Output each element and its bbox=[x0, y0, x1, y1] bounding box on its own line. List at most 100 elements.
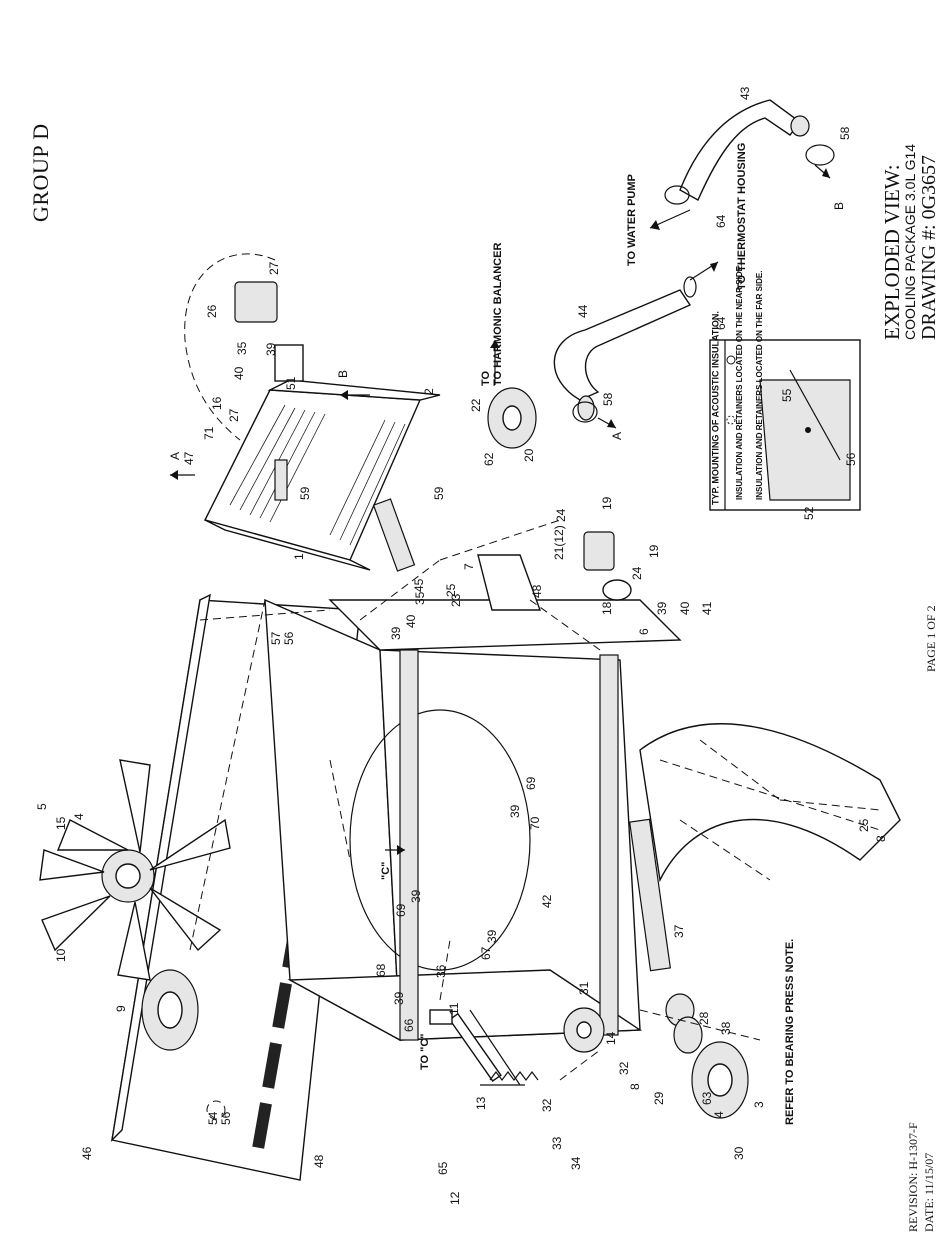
callout-39b: 39 bbox=[389, 626, 403, 640]
arrow-b-lower: B bbox=[832, 202, 846, 210]
callout-39c: 39 bbox=[508, 804, 522, 818]
callout-18: 18 bbox=[600, 601, 614, 615]
callout-56c: 56 bbox=[844, 452, 858, 466]
callout-38: 38 bbox=[719, 1021, 733, 1035]
fan-assembly bbox=[39, 759, 231, 981]
callout-8a: 8 bbox=[628, 1083, 642, 1090]
callout-54: 54 bbox=[206, 1111, 220, 1125]
callout-52: 52 bbox=[802, 506, 816, 520]
callout-51: 51 bbox=[284, 376, 298, 390]
callout-48b: 48 bbox=[312, 1154, 326, 1168]
callout-69b: 69 bbox=[394, 903, 408, 917]
callout-29: 29 bbox=[652, 1091, 666, 1105]
callout-19b: 19 bbox=[647, 544, 661, 558]
callout-26: 26 bbox=[205, 304, 219, 318]
direction-arrows bbox=[170, 164, 831, 855]
callout-55: 55 bbox=[780, 388, 794, 402]
callout-39a: 39 bbox=[264, 342, 278, 356]
note-harmonic-line-1: TO bbox=[480, 370, 492, 386]
labels: 1 2 3 4 4 5 6 7 8 8 9 10 11 12 13 14 15 … bbox=[35, 86, 888, 1205]
callout-39e: 39 bbox=[485, 929, 499, 943]
legend-far: INSULATION AND RETAINERS LOCATED ON THE … bbox=[755, 271, 764, 500]
callout-3: 3 bbox=[752, 1101, 766, 1108]
callout-8b: 8 bbox=[874, 835, 888, 842]
note-harmonic: TO HARMONIC BALANCER bbox=[492, 243, 504, 386]
callout-23: 23 bbox=[449, 593, 463, 607]
callout-6: 6 bbox=[637, 628, 651, 635]
callout-10: 10 bbox=[54, 948, 68, 962]
callout-70: 70 bbox=[528, 816, 542, 830]
callout-35a: 35 bbox=[235, 341, 249, 355]
callout-1: 1 bbox=[292, 553, 306, 560]
side-panel bbox=[639, 722, 901, 883]
note-c-mark: "C" bbox=[380, 862, 392, 880]
callout-24a: 24 bbox=[554, 508, 568, 522]
idler-assembly bbox=[448, 818, 749, 1119]
callout-27a: 27 bbox=[267, 261, 281, 275]
radiator bbox=[203, 379, 441, 572]
arrow-a-lower: A bbox=[610, 432, 624, 440]
callout-58b: 58 bbox=[601, 392, 615, 406]
callout-2: 2 bbox=[422, 388, 436, 395]
callout-66: 66 bbox=[402, 1018, 416, 1032]
callout-57: 57 bbox=[269, 631, 283, 645]
clamp-64-lower bbox=[683, 276, 697, 298]
water-outlet-parts bbox=[487, 387, 632, 601]
callout-45: 45 bbox=[412, 578, 426, 592]
clamp-58-lower bbox=[572, 401, 598, 423]
callout-65: 65 bbox=[436, 1161, 450, 1175]
callout-7: 7 bbox=[462, 563, 476, 570]
fan-pulley bbox=[141, 969, 199, 1051]
callout-24b: 24 bbox=[630, 566, 644, 580]
callout-64b: 64 bbox=[714, 316, 728, 330]
callout-40b: 40 bbox=[404, 614, 418, 628]
callout-32b: 32 bbox=[617, 1061, 631, 1075]
note-bearing: REFER TO BEARING PRESS NOTE. bbox=[784, 939, 796, 1125]
callout-5: 5 bbox=[35, 803, 49, 810]
clamp-64-upper bbox=[664, 185, 690, 205]
callout-48a: 48 bbox=[530, 584, 544, 598]
note-thermostat: TO THERMOSTAT HOUSING bbox=[736, 143, 748, 290]
hose-44 bbox=[553, 289, 692, 401]
callout-56b: 56 bbox=[282, 631, 296, 645]
callout-69a: 69 bbox=[524, 776, 538, 790]
clamp-58-upper bbox=[805, 144, 835, 166]
callout-28: 28 bbox=[697, 1011, 711, 1025]
callout-25a: 25 bbox=[444, 583, 458, 597]
callout-37: 37 bbox=[672, 924, 686, 938]
main-frame bbox=[264, 598, 682, 1042]
legend-title: TYP. MOUNTING OF ACOUSTIC INSULATION. bbox=[710, 311, 720, 505]
callout-39g: 39 bbox=[655, 601, 669, 615]
callout-58a: 58 bbox=[838, 126, 852, 140]
callout-46: 46 bbox=[80, 1146, 94, 1160]
callout-15: 15 bbox=[54, 816, 68, 830]
callout-43: 43 bbox=[738, 86, 752, 100]
callout-40c: 40 bbox=[678, 601, 692, 615]
callout-25b: 25 bbox=[857, 818, 871, 832]
legend-near: INSULATION AND RETAINERS LOCATED ON THE … bbox=[735, 264, 744, 500]
insulation-detail-box bbox=[709, 339, 861, 511]
callout-32a: 32 bbox=[540, 1098, 554, 1112]
callout-47: 47 bbox=[182, 451, 196, 465]
callout-39d: 39 bbox=[409, 889, 423, 903]
callout-41: 41 bbox=[700, 601, 714, 615]
callout-68: 68 bbox=[374, 963, 388, 977]
callout-56a: 56 bbox=[219, 1111, 233, 1125]
callout-11: 11 bbox=[447, 1002, 461, 1015]
callout-14: 14 bbox=[604, 1031, 618, 1045]
callout-35b: 35 bbox=[413, 591, 427, 605]
callout-9: 9 bbox=[114, 1005, 128, 1012]
callout-67: 67 bbox=[479, 946, 493, 960]
callout-27b: 27 bbox=[227, 408, 241, 422]
callout-20: 20 bbox=[522, 448, 536, 462]
callout-62: 62 bbox=[482, 452, 496, 466]
callout-33: 33 bbox=[550, 1136, 564, 1150]
callout-4a: 4 bbox=[72, 813, 86, 820]
plate-7 bbox=[477, 554, 541, 611]
callout-63: 63 bbox=[700, 1091, 714, 1105]
callout-71: 71 bbox=[202, 426, 216, 440]
callout-44: 44 bbox=[576, 304, 590, 318]
callout-40a: 40 bbox=[232, 366, 246, 380]
